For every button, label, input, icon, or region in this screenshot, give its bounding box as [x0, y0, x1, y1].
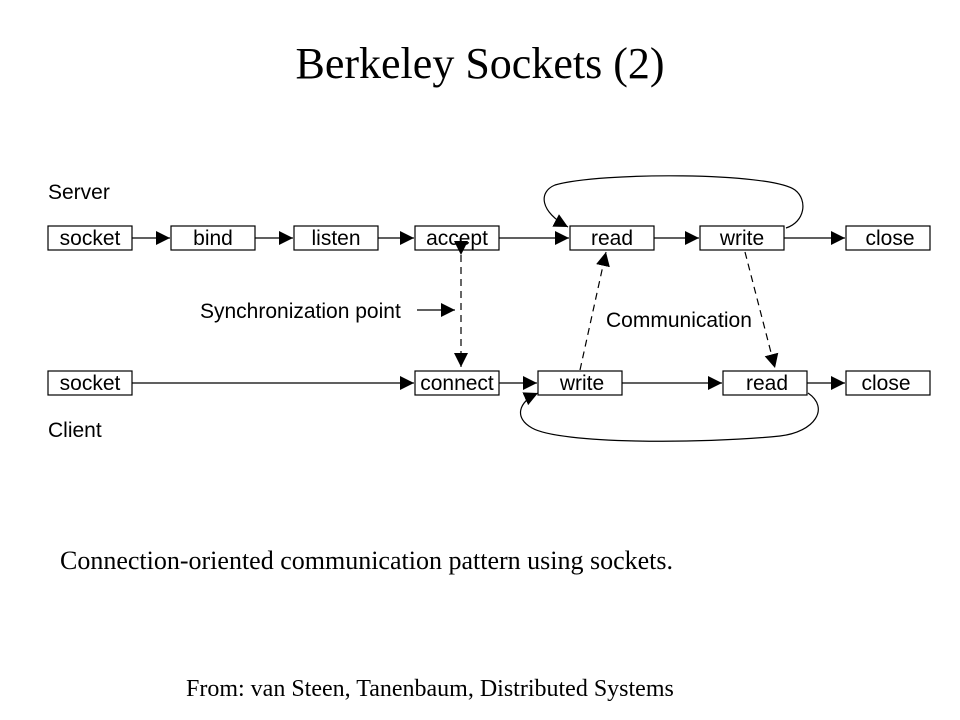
- server-loop-arrow: [543, 175, 804, 229]
- client-write-box: write: [537, 370, 623, 396]
- comm-client-write-to-server-read: [579, 251, 610, 371]
- server-read-label: read: [591, 227, 633, 250]
- sync-point-label: Synchronization point: [200, 300, 401, 323]
- source-credit: From: van Steen, Tanenbaum, Distributed …: [186, 676, 674, 702]
- client-connect-box: connect: [414, 370, 500, 396]
- server-write-box: write: [699, 225, 785, 251]
- server-label: Server: [48, 181, 110, 204]
- server-socket-label: socket: [60, 227, 121, 250]
- server-listen-box: listen: [293, 225, 379, 251]
- server-socket-box: socket: [47, 225, 133, 251]
- server-close-box: close: [845, 225, 931, 251]
- server-read-box: read: [569, 225, 655, 251]
- server-write-label: write: [719, 227, 764, 250]
- client-read-box: read: [722, 370, 808, 396]
- client-write-label: write: [559, 372, 604, 395]
- client-read-label: read: [746, 372, 788, 395]
- client-label: Client: [48, 419, 102, 442]
- communication-label: Communication: [606, 309, 752, 332]
- client-close-label: close: [861, 372, 910, 395]
- client-loop-arrow: [520, 392, 819, 442]
- client-connect-label: connect: [420, 372, 494, 395]
- figure-caption: Connection-oriented communication patter…: [60, 546, 674, 575]
- client-socket-box: socket: [47, 370, 133, 396]
- server-listen-label: listen: [311, 227, 360, 250]
- server-close-label: close: [865, 227, 914, 250]
- client-socket-label: socket: [60, 372, 121, 395]
- slide-title: Berkeley Sockets (2): [295, 39, 665, 88]
- server-bind-box: bind: [170, 225, 256, 251]
- comm-server-write-to-client-read: [744, 251, 779, 369]
- server-accept-label: accept: [426, 227, 488, 250]
- client-close-box: close: [845, 370, 931, 396]
- server-bind-label: bind: [193, 227, 233, 250]
- server-accept-box: accept: [414, 225, 500, 251]
